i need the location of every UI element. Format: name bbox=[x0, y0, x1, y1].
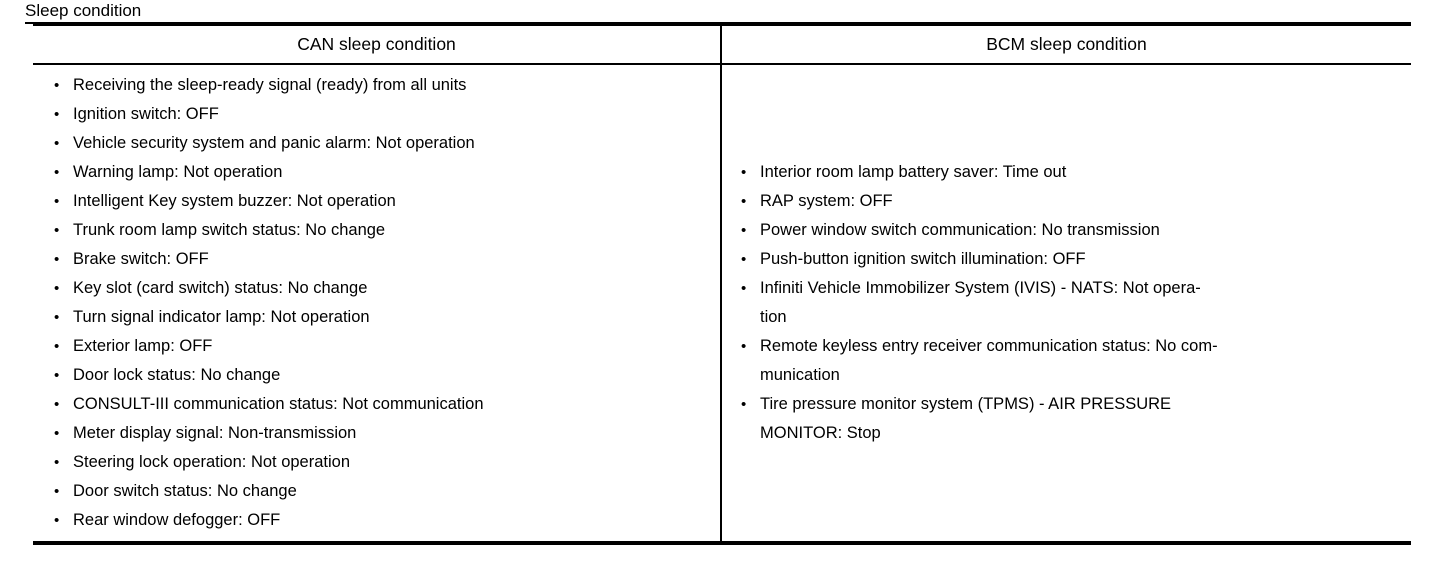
bcm-condition-list: Interior room lamp battery saver: Time o… bbox=[740, 158, 1399, 448]
can-condition-item: Trunk room lamp switch status: No change bbox=[53, 216, 708, 245]
can-condition-item: Vehicle security system and panic alarm:… bbox=[53, 129, 708, 158]
page-title: Sleep condition bbox=[25, 1, 142, 20]
can-condition-item: Brake switch: OFF bbox=[53, 245, 708, 274]
bcm-condition-item: Push-button ignition switch illumination… bbox=[740, 245, 1399, 274]
bcm-condition-item: RAP system: OFF bbox=[740, 187, 1399, 216]
sleep-condition-table: CAN sleep condition BCM sleep condition … bbox=[33, 22, 1411, 545]
table-header-row: CAN sleep condition BCM sleep condition bbox=[33, 26, 1411, 65]
column-header-bcm-sleep-condition: BCM sleep condition bbox=[986, 34, 1147, 54]
column-header-can-sleep-condition: CAN sleep condition bbox=[33, 26, 722, 63]
can-condition-item: CONSULT-III communication status: Not co… bbox=[53, 390, 708, 419]
bcm-condition-item: Tire pressure monitor system (TPMS) - AI… bbox=[740, 390, 1399, 448]
can-condition-item: Rear window defogger: OFF bbox=[53, 506, 708, 535]
bcm-condition-item: Infiniti Vehicle Immobilizer System (IVI… bbox=[740, 274, 1399, 332]
can-condition-item: Meter display signal: Non-transmission bbox=[53, 419, 708, 448]
can-sleep-condition-cell: Receiving the sleep-ready signal (ready)… bbox=[33, 65, 722, 541]
bcm-condition-item: Power window switch communication: No tr… bbox=[740, 216, 1399, 245]
bcm-sleep-condition-cell: Interior room lamp battery saver: Time o… bbox=[722, 65, 1411, 541]
can-condition-item: Steering lock operation: Not operation bbox=[53, 448, 708, 477]
can-condition-item: Door switch status: No change bbox=[53, 477, 708, 506]
can-condition-item: Ignition switch: OFF bbox=[53, 100, 708, 129]
bcm-condition-item: Remote keyless entry receiver communicat… bbox=[740, 332, 1399, 390]
can-condition-list: Receiving the sleep-ready signal (ready)… bbox=[53, 71, 708, 535]
table-body-row: Receiving the sleep-ready signal (ready)… bbox=[33, 65, 1411, 541]
can-condition-item: Intelligent Key system buzzer: Not opera… bbox=[53, 187, 708, 216]
can-condition-item: Turn signal indicator lamp: Not operatio… bbox=[53, 303, 708, 332]
can-condition-item: Key slot (card switch) status: No change bbox=[53, 274, 708, 303]
can-condition-item: Exterior lamp: OFF bbox=[53, 332, 708, 361]
can-condition-item: Receiving the sleep-ready signal (ready)… bbox=[53, 71, 708, 100]
can-condition-item: Door lock status: No change bbox=[53, 361, 708, 390]
can-condition-item: Warning lamp: Not operation bbox=[53, 158, 708, 187]
bcm-condition-item: Interior room lamp battery saver: Time o… bbox=[740, 158, 1399, 187]
